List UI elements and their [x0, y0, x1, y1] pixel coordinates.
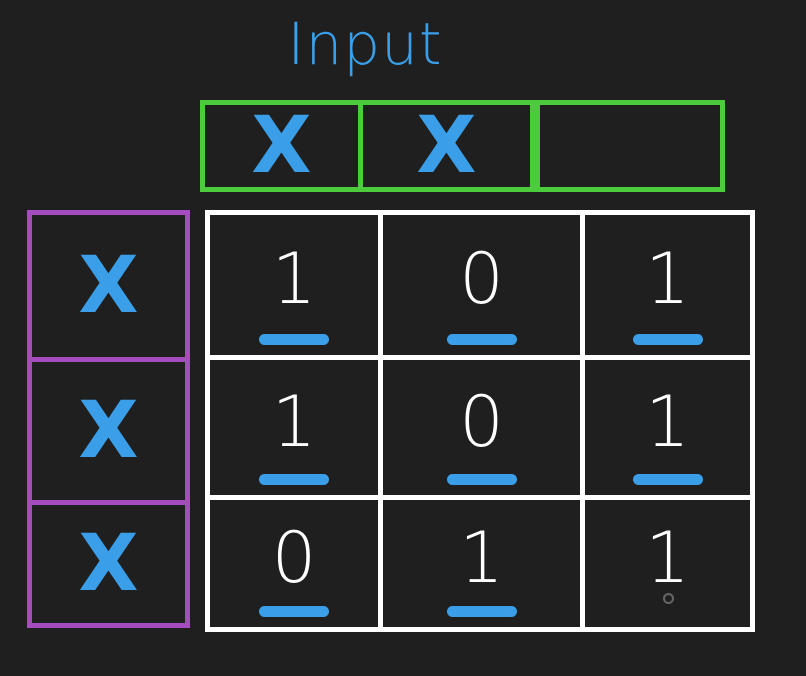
input-cell: X: [358, 100, 535, 192]
grid-cell: 0: [378, 355, 585, 500]
highlight-underline: [446, 606, 517, 617]
x-mark: X: [78, 241, 139, 331]
highlight-underline: [259, 334, 329, 345]
input-cell: [535, 100, 725, 192]
grid-cell: 1: [205, 210, 383, 360]
cell-value: 0: [271, 516, 317, 599]
cell-value: 0: [459, 238, 504, 320]
highlight-underline: [446, 474, 517, 485]
x-mark: X: [251, 101, 312, 191]
grid-cell: 1: [580, 210, 755, 360]
x-mark: X: [78, 519, 139, 609]
cell-value: 0: [459, 380, 504, 463]
highlight-underline: [446, 334, 517, 345]
cursor-icon: [663, 593, 674, 604]
cell-value: 1: [271, 380, 317, 463]
input-title: Input: [287, 10, 443, 78]
grid-cell: 0: [378, 210, 585, 360]
x-mark: X: [416, 101, 477, 191]
grid-cell: 0: [205, 495, 383, 632]
cell-value: 1: [645, 516, 690, 599]
left-cell: X: [27, 357, 190, 505]
input-cell: X: [200, 100, 363, 192]
grid-cell: 1: [378, 495, 585, 632]
highlight-underline: [259, 606, 329, 617]
grid-cell: 1: [580, 355, 755, 500]
grid-cell: 1: [580, 495, 755, 632]
highlight-underline: [632, 474, 703, 485]
left-cell: X: [27, 500, 190, 628]
grid-cell: 1: [205, 355, 383, 500]
highlight-underline: [259, 474, 329, 485]
cell-value: 1: [645, 238, 690, 320]
cell-value: 1: [459, 516, 504, 599]
x-mark: X: [78, 386, 139, 476]
highlight-underline: [632, 334, 703, 345]
cell-value: 1: [271, 238, 317, 320]
cell-value: 1: [645, 380, 690, 463]
left-cell: X: [27, 210, 190, 362]
